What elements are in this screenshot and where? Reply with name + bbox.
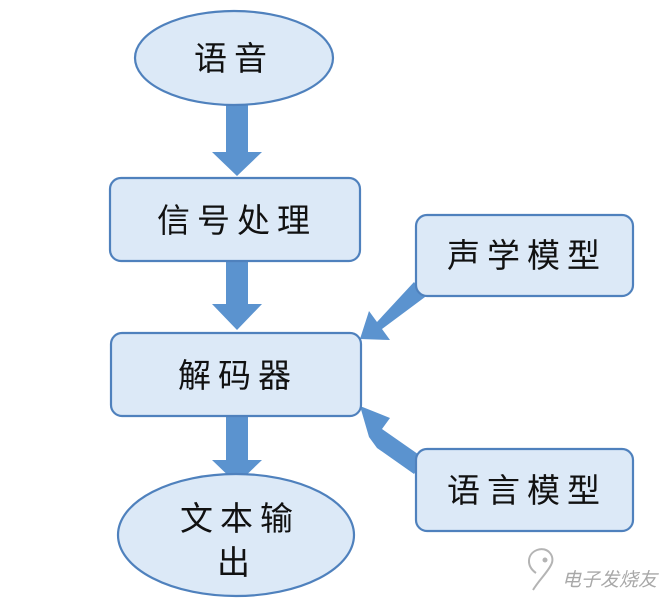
watermark-logo-icon: [528, 548, 554, 591]
node-text-output: 文本输 出: [116, 472, 356, 598]
arrow-acoustic-to-decoder: [360, 282, 425, 340]
node-language-model: 语言模型: [414, 447, 635, 533]
node-acoustic-model: 声学模型: [414, 213, 635, 298]
node-speech: 语音: [133, 9, 335, 107]
watermark: 电子发烧友: [528, 548, 659, 591]
node-signal-processing-label: 信号处理: [157, 201, 317, 240]
node-speech-label: 语音: [194, 39, 274, 78]
watermark-text: 电子发烧友: [562, 569, 659, 591]
arrow-speech-to-signal: [212, 104, 262, 176]
arrow-decoder-to-output: [212, 416, 262, 484]
node-acoustic-model-label: 声学模型: [447, 236, 607, 275]
arrow-language-to-decoder: [360, 406, 425, 474]
node-signal-processing: 信号处理: [108, 176, 362, 263]
node-text-output-label-line1: 文本输: [180, 499, 300, 538]
node-decoder-label: 解码器: [178, 356, 298, 395]
arrow-signal-to-decoder: [212, 261, 262, 330]
node-language-model-label: 语言模型: [447, 471, 607, 510]
node-text-output-label-line2: 出: [217, 543, 257, 582]
node-decoder: 解码器: [109, 331, 363, 418]
